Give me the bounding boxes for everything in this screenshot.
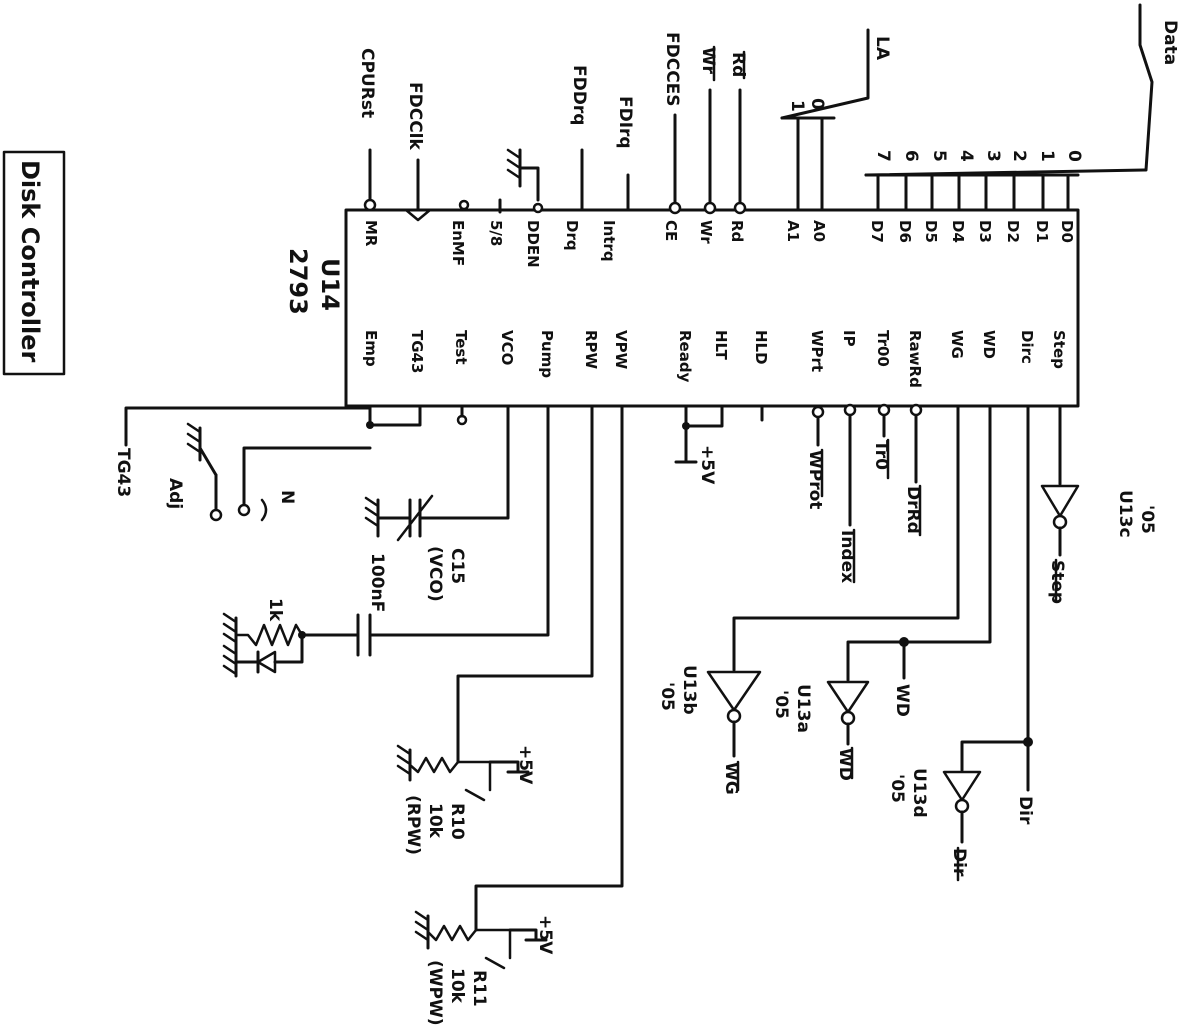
top-pin-label: D4 xyxy=(949,220,967,243)
r11-label: R11 xyxy=(469,970,489,1007)
r10-sub-label: (RPW) xyxy=(403,795,423,855)
top-pin-label: MR xyxy=(362,220,380,247)
c15-label: C15 xyxy=(447,548,467,584)
top-pin-label: EnMF xyxy=(449,220,467,266)
r11-sub-label: (WPW) xyxy=(425,960,445,1026)
r10-label: R10 xyxy=(447,803,467,840)
bottom-pin-label: WG xyxy=(948,330,966,359)
la-label: LA xyxy=(872,36,892,61)
bottom-pin-label: VCO xyxy=(498,330,516,365)
cap-label: 100nF xyxy=(367,553,387,612)
wprot-label: WProt xyxy=(805,450,825,509)
r10-plus5v: +5V xyxy=(515,745,535,785)
bottom-pin-label: Step xyxy=(1050,330,1068,369)
top-pin-label: CE xyxy=(662,220,680,241)
n-label: N xyxy=(277,490,297,504)
u13c-part: '05 xyxy=(1137,505,1157,534)
top-pin-label: D6 xyxy=(896,220,914,243)
u13b-label: U13b xyxy=(679,665,699,715)
u13d-part: '05 xyxy=(887,774,907,803)
top-pin-label: DDEN xyxy=(524,220,542,268)
r10-value: 10k xyxy=(425,803,445,839)
bottom-pin-label: Ready xyxy=(676,330,694,383)
top-pin-label: D5 xyxy=(922,220,940,243)
tr0-label: Tr0 xyxy=(871,440,891,470)
top-pin-label: D1 xyxy=(1033,220,1051,243)
top-pin-labels: MR EnMF 5/8 DDEN Drq Intrq CE Wr Rd A1 A0 D7 D6 D5 D4 D… xyxy=(362,220,1076,268)
dir-label: Dir xyxy=(1015,796,1035,825)
bottom-pin-label: TG43 xyxy=(408,330,426,373)
bottom-pin-label: Dirc xyxy=(1018,330,1036,364)
adj-label: Adj xyxy=(165,478,185,509)
top-pin-label: 5/8 xyxy=(487,220,505,246)
top-pin-label: Drq xyxy=(563,220,581,251)
top-wiring: CPURst FDCClk FDDrq FDIrq FDCCES Wr xyxy=(357,3,1180,222)
chip-part: 2793 xyxy=(284,248,312,315)
bottom-pin-label: Pump xyxy=(538,330,556,378)
data-bit-label: 7 xyxy=(873,150,893,162)
drrd-label: DrRd xyxy=(903,486,923,534)
u13b-part: '05 xyxy=(657,682,677,711)
bottom-pin-label: Test xyxy=(452,330,470,365)
ready-plus5v: +5V xyxy=(697,445,717,485)
chip-u14: U14 2793 MR EnMF 5/8 DDEN Drq Intrq CE Wr Rd A1 A0… xyxy=(284,208,1080,408)
data-bit-label: 2 xyxy=(1009,150,1029,162)
cpurst-label: CPURst xyxy=(357,48,377,118)
top-pin-label: Rd xyxy=(728,220,746,242)
r11-plus5v: +5V xyxy=(535,915,555,955)
u13d-label: U13d xyxy=(909,768,929,818)
top-pin-label: D3 xyxy=(976,220,994,243)
u13a-part: '05 xyxy=(771,690,791,719)
tg43-label: TG43 xyxy=(113,448,133,497)
data-bit-label: 5 xyxy=(929,150,949,162)
wd-bar-label: WD xyxy=(835,748,855,781)
top-pin-label: Wr xyxy=(697,220,715,244)
bottom-pin-labels: Emp TG43 Test VCO Pump RPW VPW Ready HLT HLD WPrt I… xyxy=(362,330,1068,388)
top-pin-label: D7 xyxy=(868,220,886,243)
data-bit-label: 1 xyxy=(1037,150,1057,162)
data-bit-label: 4 xyxy=(956,150,976,162)
bottom-wiring: TG43 Adj N C15 (VCO) 100nF xyxy=(113,403,1157,1026)
bottom-pin-label: Tr00 xyxy=(874,330,892,367)
top-pin-label: D0 xyxy=(1058,220,1076,243)
chip-ref: U14 xyxy=(316,258,344,311)
bottom-pin-label: VPW xyxy=(612,330,630,370)
bottom-pin-label: WD xyxy=(980,330,998,359)
top-pin-label: A0 xyxy=(810,220,828,242)
fdcces-label: FDCCES xyxy=(662,32,682,107)
wg-bar-label: WG xyxy=(721,762,741,795)
la-bit-1: 1 xyxy=(787,100,807,112)
index-label: Index xyxy=(837,530,857,583)
r11-value: 10k xyxy=(447,968,467,1004)
res-1k-label: 1k xyxy=(265,598,285,622)
u13a-label: U13a xyxy=(793,684,813,733)
bottom-pin-label: Emp xyxy=(362,330,380,367)
bottom-pin-label: HLD xyxy=(752,330,770,365)
fdcclk-label: FDCClk xyxy=(405,82,425,151)
data-bit-label: 6 xyxy=(901,150,921,162)
data-bit-label: 3 xyxy=(983,150,1003,162)
data-label: Data xyxy=(1160,20,1180,65)
top-pin-label: D2 xyxy=(1004,220,1022,243)
bottom-pin-label: HLT xyxy=(712,330,730,361)
bottom-pin-label: RawRd xyxy=(906,330,924,388)
top-pin-label: A1 xyxy=(784,220,802,242)
wd-label: WD xyxy=(892,684,912,717)
data-bit-label: 0 xyxy=(1064,150,1084,162)
bottom-pin-label: IP xyxy=(840,330,858,347)
top-pin-label: Intrq xyxy=(600,220,618,262)
bottom-pin-label: RPW xyxy=(582,330,600,370)
c15-sub-label: (VCO) xyxy=(425,546,445,602)
title-box: Disk Controller xyxy=(2,150,66,376)
fdirq-label: FDIrq xyxy=(615,96,635,149)
bottom-pin-label: WPrt xyxy=(808,330,826,372)
la-bit-0: 0 xyxy=(807,98,827,110)
title-text: Disk Controller xyxy=(16,160,44,362)
fddrq-label: FDDrq xyxy=(569,65,589,125)
u13c-label: U13c xyxy=(1115,490,1135,538)
